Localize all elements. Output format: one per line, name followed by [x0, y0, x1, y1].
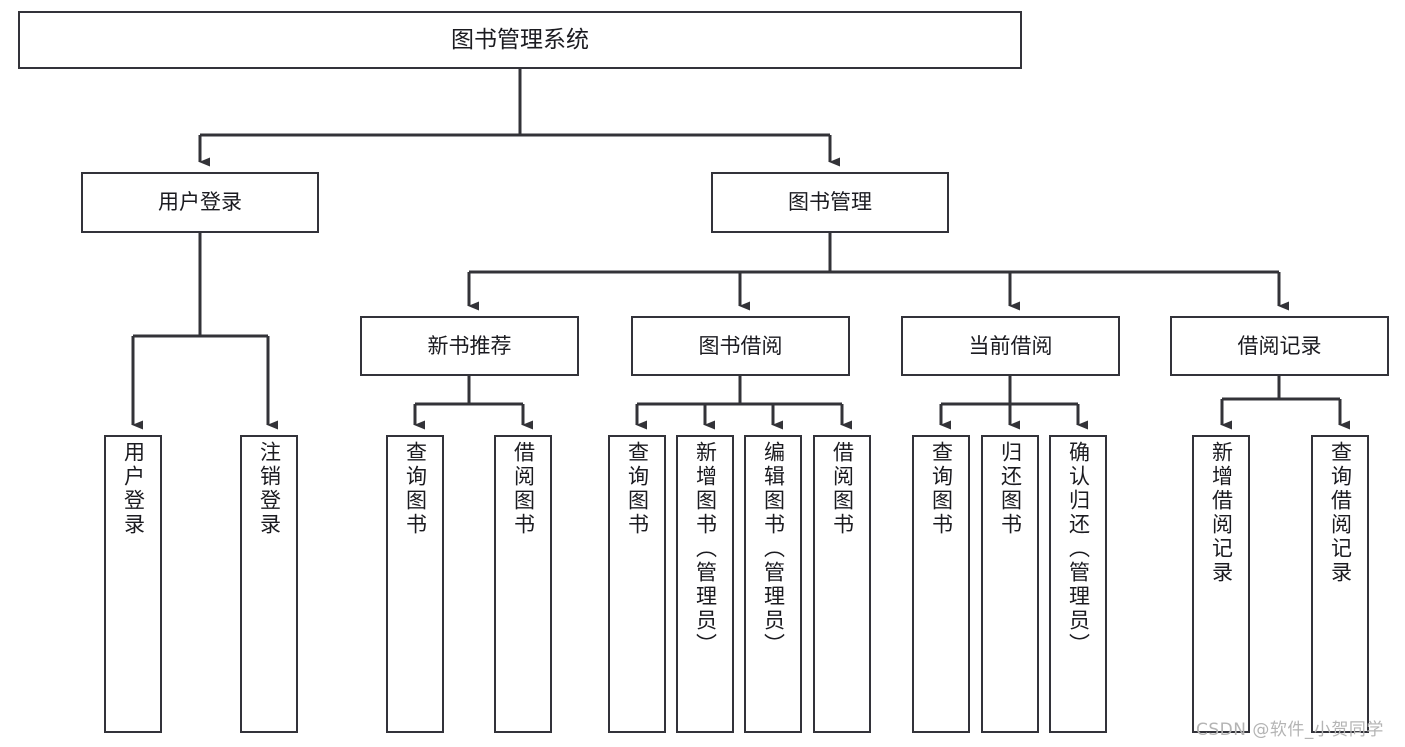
- node-label: 编辑图书（管理员）: [761, 441, 786, 657]
- node-label: 查询借阅记录: [1328, 441, 1353, 585]
- node-new-book-recommend[interactable]: 新书推荐: [360, 316, 579, 376]
- leaf-borrow-record-add-record[interactable]: 新增借阅记录: [1192, 435, 1250, 733]
- node-label: 新书推荐: [427, 333, 512, 358]
- leaf-book-borrow-borrow-book[interactable]: 借阅图书: [813, 435, 871, 733]
- leaf-borrow-record-query-record[interactable]: 查询借阅记录: [1311, 435, 1369, 733]
- node-label: 当前借阅: [968, 333, 1053, 358]
- node-label: 查询图书: [625, 441, 650, 537]
- node-label: 查询图书: [403, 441, 428, 537]
- leaf-new-book-borrow-book[interactable]: 借阅图书: [494, 435, 552, 733]
- leaf-current-borrow-query-book[interactable]: 查询图书: [912, 435, 970, 733]
- leaf-current-borrow-confirm-return-admin[interactable]: 确认归还（管理员）: [1049, 435, 1107, 733]
- leaf-user-login-logout[interactable]: 注销登录: [240, 435, 298, 733]
- leaf-current-borrow-return-book[interactable]: 归还图书: [981, 435, 1039, 733]
- node-user-login[interactable]: 用户登录: [81, 172, 319, 233]
- node-label: 新增图书（管理员）: [693, 441, 718, 657]
- node-label: 用户登录: [121, 441, 146, 537]
- node-label: 注销登录: [257, 441, 282, 537]
- node-label: 确认归还（管理员）: [1066, 441, 1091, 657]
- leaf-book-borrow-edit-book-admin[interactable]: 编辑图书（管理员）: [744, 435, 802, 733]
- node-label: 借阅图书: [511, 441, 536, 537]
- node-label: 归还图书: [998, 441, 1023, 537]
- node-label: 借阅图书: [830, 441, 855, 537]
- leaf-new-book-query-book[interactable]: 查询图书: [386, 435, 444, 733]
- node-borrow-record[interactable]: 借阅记录: [1170, 316, 1389, 376]
- leaf-book-borrow-query-book[interactable]: 查询图书: [608, 435, 666, 733]
- node-current-borrow[interactable]: 当前借阅: [901, 316, 1120, 376]
- node-label: 新增借阅记录: [1209, 441, 1234, 585]
- node-label: 借阅记录: [1237, 333, 1322, 358]
- leaf-user-login-login[interactable]: 用户登录: [104, 435, 162, 733]
- node-book-management[interactable]: 图书管理: [711, 172, 949, 233]
- leaf-book-borrow-add-book-admin[interactable]: 新增图书（管理员）: [676, 435, 734, 733]
- node-book-borrow[interactable]: 图书借阅: [631, 316, 850, 376]
- node-root-book-management-system[interactable]: 图书管理系统: [18, 11, 1022, 69]
- node-label: 图书借阅: [698, 333, 783, 358]
- node-label: 图书管理: [788, 190, 872, 215]
- node-label: 查询图书: [929, 441, 954, 537]
- node-label: 图书管理系统: [451, 26, 589, 53]
- node-label: 用户登录: [158, 190, 242, 215]
